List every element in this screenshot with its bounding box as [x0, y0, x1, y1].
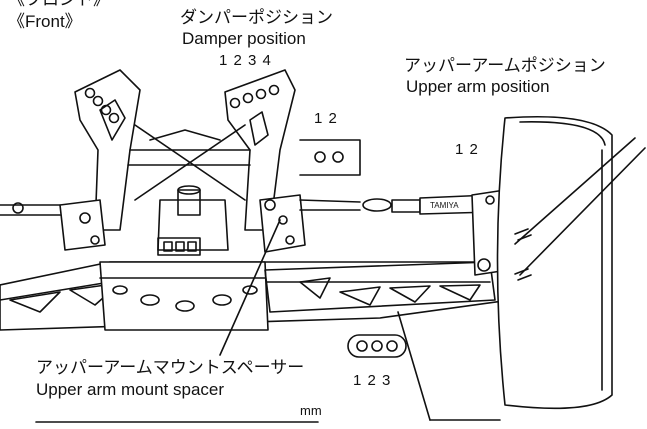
- spacer-hole-numbers: 1 2 3: [353, 372, 392, 389]
- svg-text:TAMIYA: TAMIYA: [430, 201, 459, 210]
- spacer-label-jp: アッパーアームマウントスペーサー: [36, 358, 305, 377]
- upper-arm-position-label-en: Upper arm position: [406, 77, 550, 96]
- section-label-jp: 《フロント》: [8, 0, 110, 10]
- damper-position-numbers: 1 2 3 4: [219, 52, 272, 69]
- unit-label: mm: [300, 403, 322, 418]
- damper-position-label-en: Damper position: [182, 29, 306, 48]
- section-label-en: 《Front》: [8, 12, 82, 31]
- spacer-label-en: Upper arm mount spacer: [36, 380, 225, 399]
- upper-arm-hole-numbers-right: 1 2: [455, 141, 479, 158]
- upper-arm-position-label-jp: アッパーアームポジション: [404, 56, 606, 75]
- damper-position-label-jp: ダンパーポジション: [180, 8, 333, 27]
- upper-arm-hole-numbers-left: 1 2: [314, 110, 338, 127]
